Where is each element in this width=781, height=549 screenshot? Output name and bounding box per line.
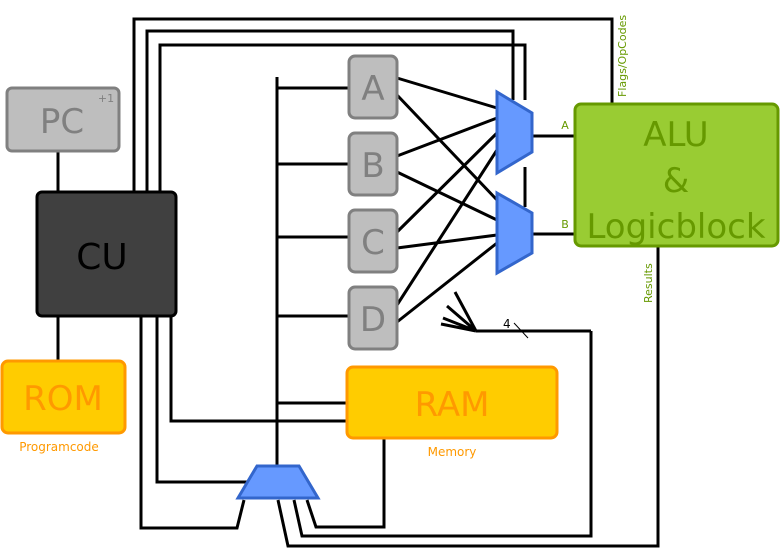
registers: A B C D [347,54,399,351]
ram-block: RAM Memory [345,365,559,459]
svg-text:B: B [361,146,384,186]
alu-input-b-label: B [561,218,569,231]
cu-block: CU [35,190,178,318]
register-a: A [347,54,399,120]
fan-out-arrows [440,291,478,333]
alu-label: ALU [643,115,708,155]
bus-width-slash [513,322,529,339]
rom-block: ROM Programcode [0,359,127,454]
ram-caption: Memory [428,445,477,459]
results-bus-wire [292,329,593,538]
mux-a-control-wire [145,29,515,192]
svg-text:C: C [361,223,385,263]
ram-label: RAM [415,385,490,425]
register-d: D [347,285,399,351]
mux-alu-wires [532,134,575,236]
register-c: C [347,208,399,274]
svg-text:D: D [360,300,386,340]
flags-label: Flags/OpCodes [616,15,629,97]
logicblock-label: Logicblock [586,207,765,247]
bus-taps [277,86,349,405]
rom-label: ROM [23,379,103,419]
flags-wire [132,17,614,192]
mux-b-control-wire [158,43,527,207]
rom-caption: Programcode [19,440,99,454]
pc-label: PC [40,102,84,142]
results-wire [276,246,660,548]
cu-label: CU [76,237,128,278]
cu-mux-wire [155,316,250,484]
cu-mux-out-wire [139,316,246,530]
alu-ampersand: & [663,161,690,201]
pc-increment: +1 [98,92,114,105]
wires [56,17,660,548]
svg-text:A: A [361,69,384,109]
alu-input-a-label: A [561,119,569,132]
cu-ram-wire [169,316,347,423]
results-label: Results [642,263,655,303]
bus-width-label: 4 [503,317,511,331]
register-b: B [347,131,399,197]
ram-mux-wire [305,438,386,529]
mux-b [495,190,534,276]
register-mux-wires [395,76,499,324]
mux-a [495,89,534,176]
alu-block: ALU & Logicblock A B [561,102,780,248]
pc-block: PC +1 [5,86,121,153]
bus-mux [235,464,321,500]
